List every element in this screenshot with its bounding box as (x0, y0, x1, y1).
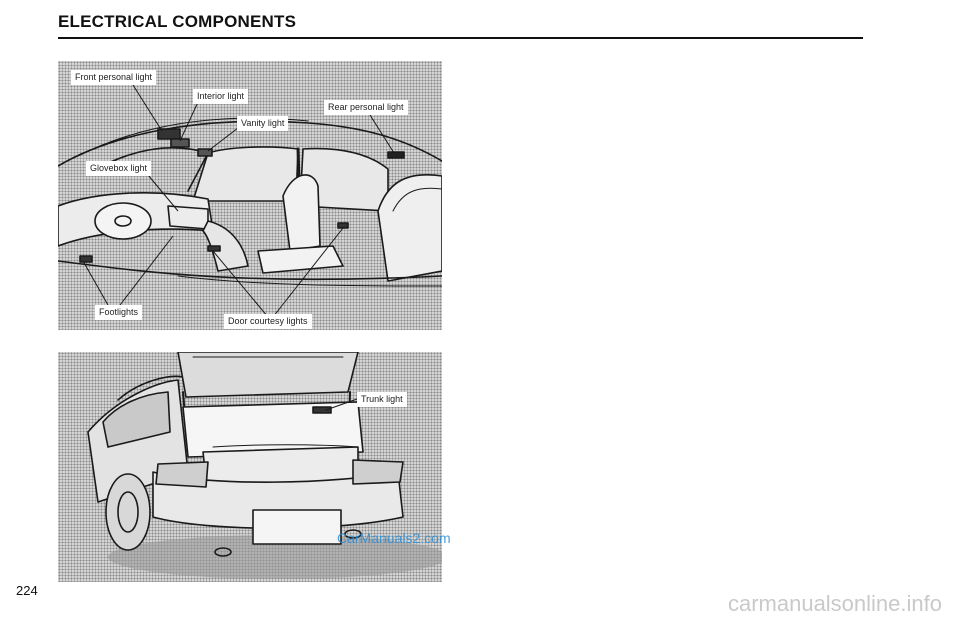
callout-vanity-light: Vanity light (237, 116, 289, 131)
trunk-illustration (87, 352, 442, 579)
site-watermark: carmanualsonline.info (727, 591, 942, 616)
callout-footlights: Footlights (95, 305, 143, 320)
trunk-light-figure: Trunk light (58, 352, 442, 582)
callout-rear-personal-light: Rear personal light (324, 100, 408, 115)
callout-door-courtesy-lights: Door courtesy lights (224, 314, 312, 329)
title-rule (58, 37, 863, 39)
callout-glovebox-light: Glovebox light (86, 161, 152, 176)
callout-trunk-light: Trunk light (357, 392, 407, 407)
callout-interior-light: Interior light (193, 89, 249, 104)
callout-front-personal-light: Front personal light (71, 70, 157, 85)
interior-lights-figure: Front personal light Interior light Rear… (58, 61, 442, 330)
page-number: 224 (16, 583, 38, 598)
watermark: CarManuals2.com (337, 530, 451, 546)
page-title: ELECTRICAL COMPONENTS (58, 12, 297, 31)
interior-illustration (58, 84, 442, 318)
